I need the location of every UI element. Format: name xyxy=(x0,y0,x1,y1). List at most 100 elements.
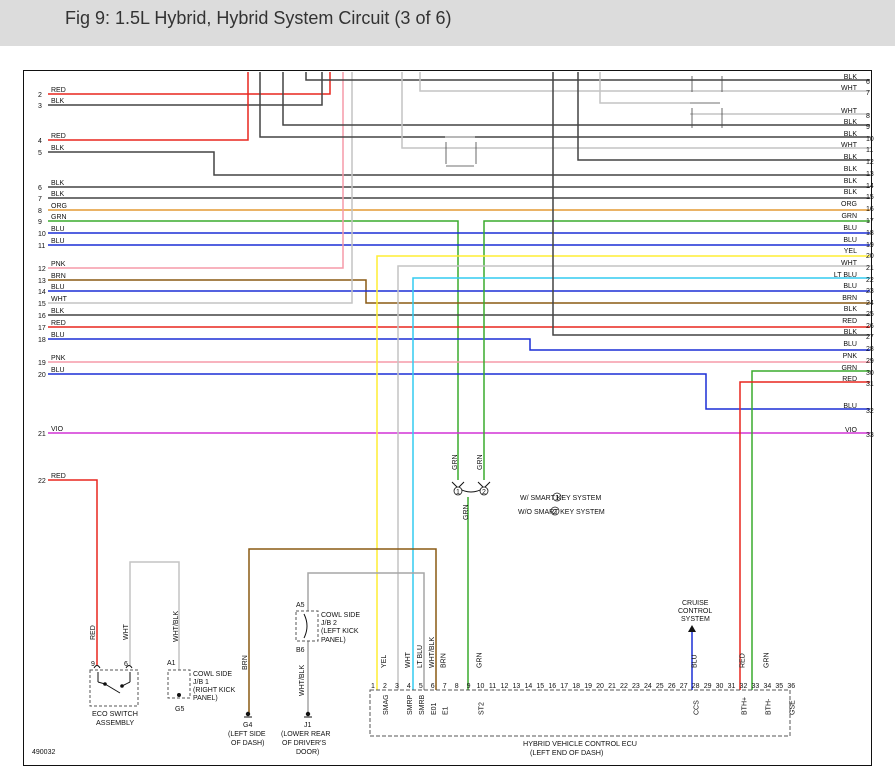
jb2-line4: PANEL) xyxy=(321,637,346,644)
ecu-pin-23: 23 xyxy=(632,683,640,690)
right-wire-color-18: BLU xyxy=(843,225,857,232)
g4-line1: (LEFT SIDE xyxy=(228,731,266,738)
jb2-line2: J/B 2 xyxy=(321,620,337,627)
jb1-pin-bottom: G5 xyxy=(175,706,184,713)
ecu-pin-21: 21 xyxy=(608,683,616,690)
left-wire-color-5: BLK xyxy=(51,145,65,152)
title-bar: Fig 9: 1.5L Hybrid, Hybrid System Circui… xyxy=(0,0,895,46)
right-wire-color-14: BLK xyxy=(844,178,858,185)
left-wire-color-18: BLU xyxy=(51,332,65,339)
dashed-connector-b xyxy=(690,76,723,128)
wire-left-18 xyxy=(48,338,870,351)
ecu-terminal-smag: SMAG xyxy=(383,694,390,715)
ecu-pin-1: 1 xyxy=(371,683,375,690)
right-wire-num-20: 20 xyxy=(866,253,874,260)
wire-left-2 xyxy=(48,72,331,95)
eco-name-line1: ECO SWITCH xyxy=(92,709,138,718)
eco-wire-wht: WHT xyxy=(123,623,130,640)
wire-left-20 xyxy=(48,373,870,410)
hybrid-vehicle-control-ecu: HYBRID VEHICLE CONTROL ECU (LEFT END OF … xyxy=(369,689,791,757)
ecu-pin-3: 3 xyxy=(395,683,399,690)
eco-pin-a: 9 xyxy=(91,661,95,668)
wire-right-22 xyxy=(412,277,870,690)
left-wire-color-21: VIO xyxy=(51,426,64,433)
right-wire-num-15: 15 xyxy=(866,194,874,201)
right-wire-num-23: 23 xyxy=(866,288,874,295)
ecu-pin-11: 11 xyxy=(489,683,496,690)
ecu-pin-8: 8 xyxy=(455,683,459,690)
ecu-pin-7: 7 xyxy=(443,683,447,690)
jb2-wire-label: WHT/BLK xyxy=(299,665,306,696)
wire-brn-g4 xyxy=(248,548,437,714)
ecu-pin-31: 31 xyxy=(728,683,736,690)
right-wire-num-10: 10 xyxy=(866,136,874,143)
wire-right-27 xyxy=(552,72,870,336)
right-wire-num-9: 9 xyxy=(866,124,870,131)
right-wire-num-6: 6 xyxy=(866,79,870,86)
ecu-pin-12: 12 xyxy=(501,683,509,690)
legend-item1-num: 1 xyxy=(555,495,559,502)
right-wire-color-20: YEL xyxy=(844,248,857,255)
right-wire-num-18: 18 xyxy=(866,230,874,237)
ecu-pin-26: 26 xyxy=(668,683,676,690)
left-wire-color-2: RED xyxy=(51,87,66,94)
left-wire-num-16: 16 xyxy=(38,313,46,320)
legend-item2: W/O SMART KEY SYSTEM xyxy=(518,509,605,516)
eco-wire-red: RED xyxy=(90,625,97,640)
right-wire-color-8: WHT xyxy=(841,108,858,115)
dashed-connector-a xyxy=(445,136,477,167)
ecu-pin-5: 5 xyxy=(419,683,423,690)
eco-switch-assembly: 9 6 RED WHT ECO SWITCH ASSEMBLY xyxy=(89,623,139,727)
splice-grn2-label: GRN xyxy=(477,454,484,470)
wire-right-12 xyxy=(577,72,870,161)
wire-left-12 xyxy=(48,72,344,269)
legend: W/ SMART KEY SYSTEM 1 W/O SMART KEY SYST… xyxy=(518,492,605,516)
ecu-pin-18: 18 xyxy=(572,683,580,690)
eco-pin-b: 6 xyxy=(124,661,128,668)
left-wire-color-8: ORG xyxy=(51,203,67,210)
right-wire-color-15: BLK xyxy=(844,189,858,196)
left-wire-num-18: 18 xyxy=(38,337,46,344)
ecu-pin-33: 33 xyxy=(752,683,760,690)
ecu-pin-15: 15 xyxy=(536,683,544,690)
eco-name-line2: ASSEMBLY xyxy=(96,718,134,727)
g4-id: G4 xyxy=(243,722,252,729)
ecu-pin-6: 6 xyxy=(431,683,435,690)
ecu-pin-24: 24 xyxy=(644,683,652,690)
wire-left-22 xyxy=(48,479,98,665)
right-wire-num-26: 26 xyxy=(866,323,874,330)
right-wire-num-27: 27 xyxy=(866,334,874,341)
right-wire-color-26: RED xyxy=(842,318,857,325)
right-wire-num-33: 33 xyxy=(866,432,874,439)
ecu-pin-14: 14 xyxy=(524,683,532,690)
right-wire-color-27: BLK xyxy=(844,329,858,336)
right-wire-color-24: BRN xyxy=(842,295,857,302)
jb2-pin-top: A5 xyxy=(296,602,305,609)
splice-pin1: 1 xyxy=(456,489,460,496)
right-wire-num-12: 12 xyxy=(866,159,874,166)
right-wire-num-21: 21 xyxy=(866,265,874,272)
ecu-pin-36: 36 xyxy=(787,683,795,690)
right-wire-color-19: BLU xyxy=(843,237,857,244)
ecu-pin-13: 13 xyxy=(513,683,521,690)
ecu-terminal-gse: GSE xyxy=(789,700,796,715)
wire-right-8 xyxy=(599,72,870,115)
ecu-pin-2: 2 xyxy=(383,683,387,690)
ecu-pin-35: 35 xyxy=(775,683,783,690)
right-wire-num-7: 7 xyxy=(866,90,870,97)
ecu-pin-19: 19 xyxy=(584,683,592,690)
right-wire-color-21: WHT xyxy=(841,260,858,267)
ecu-wire-label-pin-34: GRN xyxy=(763,652,770,668)
left-wire-color-10: BLU xyxy=(51,226,65,233)
left-wire-color-17: RED xyxy=(51,320,66,327)
ecu-terminal-e1: E1 xyxy=(443,706,450,715)
right-wire-num-22: 22 xyxy=(866,277,874,284)
right-wire-color-30: GRN xyxy=(841,365,857,372)
right-wire-num-13: 13 xyxy=(866,171,874,178)
ecu-terminal-st2: ST2 xyxy=(479,702,486,715)
cowl-side-jb1: A1 G5 COWL SIDE J/B 1 (RIGHT KICK PANEL) xyxy=(167,660,236,713)
ecu-pin-28: 28 xyxy=(692,683,700,690)
diagram-frame xyxy=(23,70,872,766)
ecu-pin-10: 10 xyxy=(477,683,485,690)
